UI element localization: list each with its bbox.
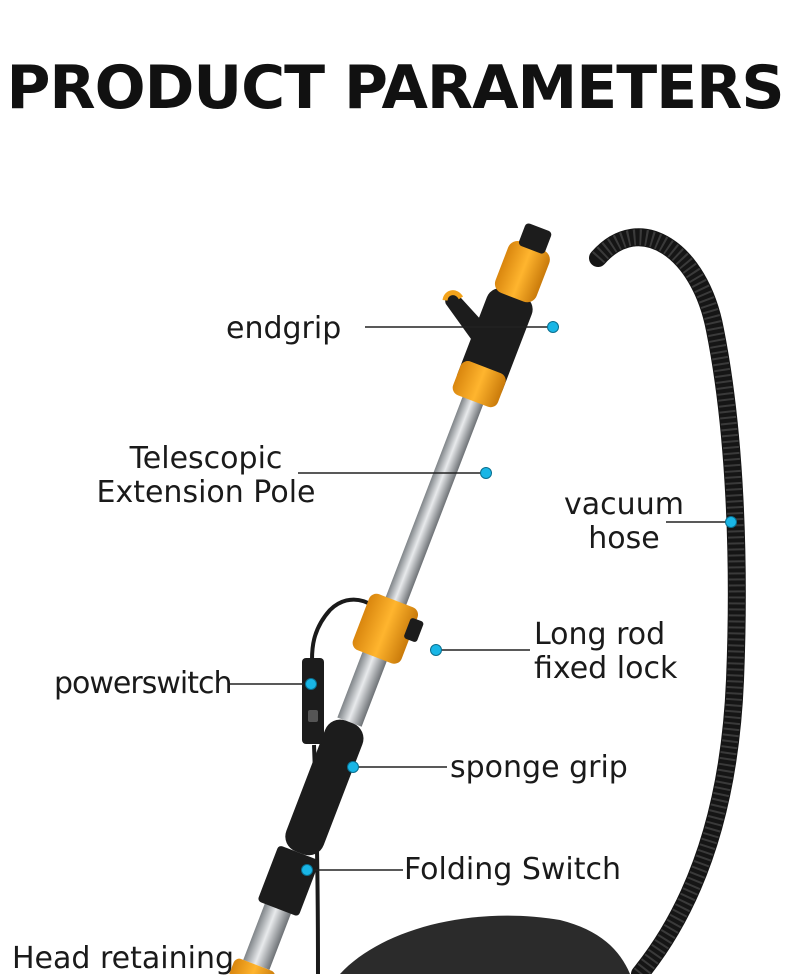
long-rod-lock-lever [404,618,424,642]
long-rod-lock [352,593,419,664]
head-retaining-collar [223,958,276,978]
label-sponge-grip: sponge grip [450,750,628,785]
label-power-switch: powerswitch [54,666,232,701]
callout-dot-folding [301,864,313,876]
label-vacuum-line2: hose [588,521,660,556]
endgrip-top [518,223,552,254]
label-head-retaining: Head retaining [12,941,234,976]
label-vacuum-hose: vacuum hose [564,488,684,556]
callout-dot-vacuum [725,516,737,528]
callout-dot-sponge [347,761,359,773]
vacuum-hose-ribs [591,229,745,978]
endgrip-trigger [445,293,483,341]
label-long-rod-line1: Long rod [534,617,666,652]
callout-dot-long-rod [430,644,442,656]
sponge-grip-body [285,719,364,856]
page-title: PRODUCT PARAMETERS [6,53,784,123]
power-switch-box [302,658,324,744]
endgrip-collar [452,361,506,408]
callout-dot-power [305,678,317,690]
label-telescopic-line1: Telescopic [129,441,283,476]
label-telescopic: Telescopic Extension Pole [96,442,316,510]
callout-dot-endgrip [547,321,559,333]
label-long-rod-line2: fixed lock [534,651,678,686]
endgrip-cap [494,241,550,303]
label-vacuum-line1: vacuum [564,487,684,522]
endgrip-trigger-tip [442,290,464,301]
callout-dot-telescopic [480,467,492,479]
label-telescopic-line2: Extension Pole [96,475,316,510]
power-switch-button [308,710,318,722]
folding-switch-body [258,846,319,916]
sander-head [340,915,630,974]
label-folding-switch: Folding Switch [404,852,622,887]
label-endgrip: endgrip [226,311,342,346]
label-long-rod: Long rod fixed lock [534,618,677,686]
telescopic-pole [382,363,496,615]
